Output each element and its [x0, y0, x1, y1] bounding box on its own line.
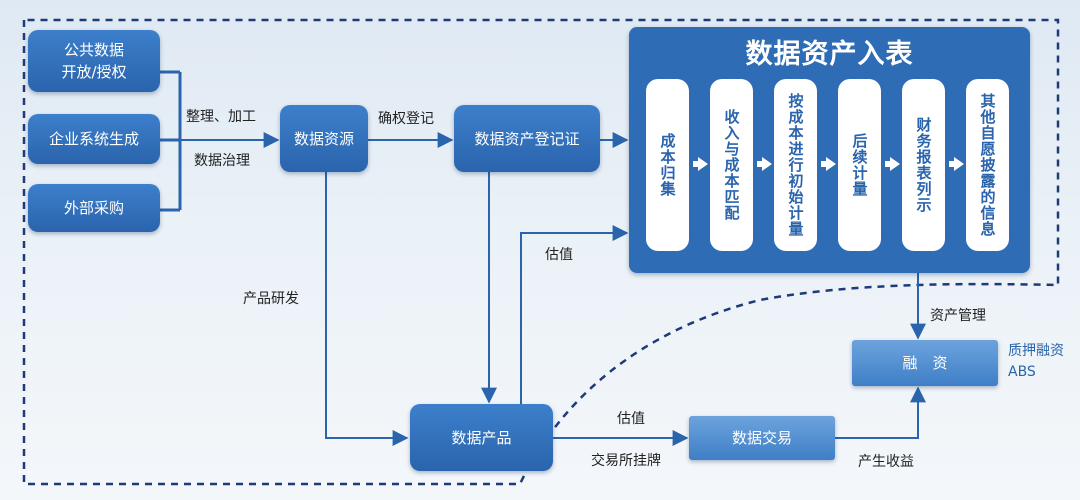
node-data-resource[interactable]: 数据资源	[280, 105, 368, 172]
node-finance[interactable]: 融 资	[852, 340, 998, 386]
step-initial-measurement-label: 按成本进行初始计量	[786, 93, 805, 237]
label-valuation-panel: 估值	[545, 247, 573, 263]
label-rights-registration: 确权登记	[378, 111, 434, 127]
source-external-purchase-label: 外部采购	[63, 199, 124, 217]
step-arrow-5	[949, 157, 964, 171]
node-data-resource-label: 数据资源	[293, 129, 354, 148]
step-initial-measurement[interactable]: 按成本进行初始计量	[774, 79, 817, 251]
label-asset-management: 资产管理	[930, 308, 986, 324]
edge-resource-to-product	[325, 172, 409, 446]
step-revenue-cost-matching[interactable]: 收入与成本匹配	[710, 79, 753, 251]
finance-note-pledge: 质押融资	[1008, 343, 1064, 359]
label-product-rd: 产品研发	[243, 291, 299, 307]
source-enterprise-system-label: 企业系统生成	[48, 130, 139, 148]
step-arrow-2	[757, 157, 772, 171]
step-arrow-4	[885, 157, 900, 171]
node-finance-label: 融 资	[902, 354, 948, 372]
source-public-data-label: 公共数据 开放/授权	[61, 41, 127, 81]
source-external-purchase[interactable]: 外部采购	[28, 184, 160, 232]
node-data-trade[interactable]: 数据交易	[689, 416, 835, 460]
step-voluntary-disclosure[interactable]: 其他自愿披露的信息	[966, 79, 1009, 251]
node-data-trade-label: 数据交易	[731, 429, 792, 447]
node-asset-certificate-label: 数据资产登记证	[474, 129, 580, 148]
step-subsequent-measurement-label: 后续计量	[850, 133, 869, 197]
step-subsequent-measurement[interactable]: 后续计量	[838, 79, 881, 251]
label-data-governance: 数据治理	[194, 153, 250, 169]
label-generate-income: 产生收益	[858, 454, 914, 470]
step-financial-statement-label: 财务报表列示	[914, 117, 933, 213]
step-financial-statement[interactable]: 财务报表列示	[902, 79, 945, 251]
step-cost-collection[interactable]: 成本归集	[646, 79, 689, 251]
step-revenue-cost-matching-label: 收入与成本匹配	[722, 109, 741, 221]
asset-on-balance-sheet-panel: 数据资产入表 成本归集 收入与成本匹配 按成本进行初始计量 后续计量 财务报表列…	[629, 27, 1030, 273]
step-cost-collection-label: 成本归集	[658, 133, 677, 197]
step-voluntary-disclosure-label: 其他自愿披露的信息	[978, 93, 997, 237]
edge-trade-to-finance	[835, 386, 926, 439]
panel-title: 数据资产入表	[745, 39, 914, 70]
source-enterprise-system[interactable]: 企业系统生成	[28, 114, 160, 164]
finance-note-abs: ABS	[1008, 364, 1036, 380]
step-arrow-3	[821, 157, 836, 171]
edge-product-to-panel	[520, 225, 629, 404]
label-processing: 整理、加工	[186, 109, 256, 125]
label-exchange-listing: 交易所挂牌	[591, 453, 661, 469]
source-public-data[interactable]: 公共数据 开放/授权	[28, 30, 160, 92]
node-asset-certificate[interactable]: 数据资产登记证	[454, 105, 600, 172]
node-data-product-label: 数据产品	[451, 428, 512, 447]
sources-bracket	[160, 70, 182, 212]
step-arrow-1	[693, 157, 708, 171]
node-data-product[interactable]: 数据产品	[410, 404, 553, 471]
label-valuation-trade: 估值	[617, 411, 645, 427]
